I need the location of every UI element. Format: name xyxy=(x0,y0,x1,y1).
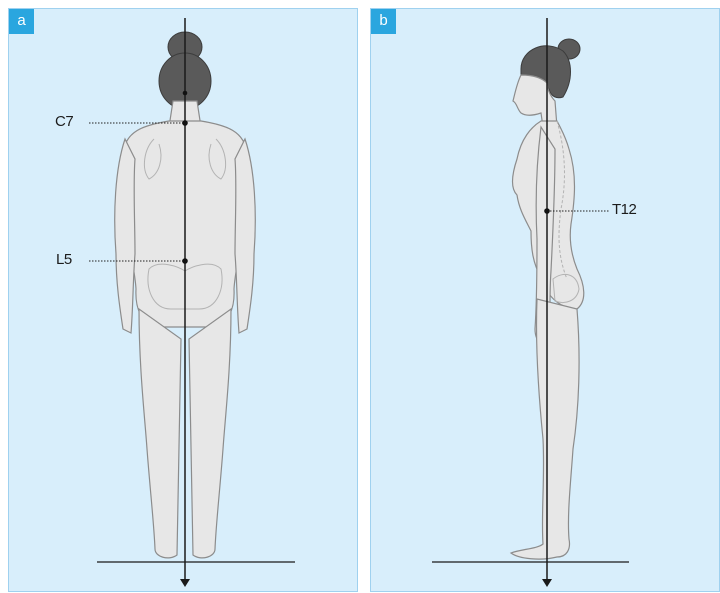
panel-lateral-view: b T12 xyxy=(370,8,720,592)
posterior-body-illustration xyxy=(9,9,358,592)
lateral-body-illustration xyxy=(371,9,720,592)
marker-label-l5: L5 xyxy=(56,251,72,268)
marker-label-t12: T12 xyxy=(612,201,636,218)
panel-badge: b xyxy=(371,9,396,34)
panel-badge: a xyxy=(9,9,34,34)
marker-label-c7: C7 xyxy=(55,113,73,130)
panel-posterior-view: a C7 L5 xyxy=(8,8,358,592)
